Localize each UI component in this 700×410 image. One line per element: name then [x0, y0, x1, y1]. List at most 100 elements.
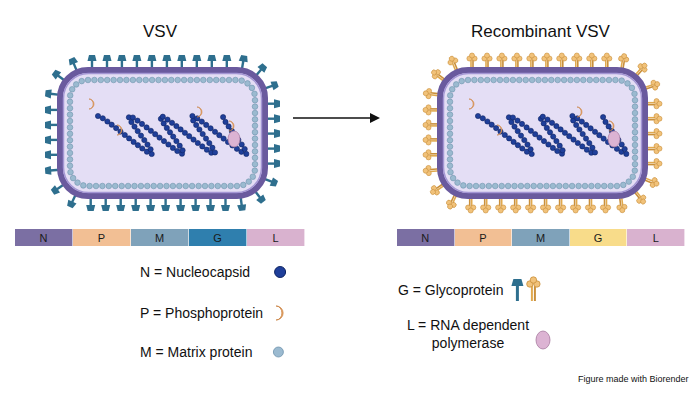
membrane: [60, 70, 265, 196]
matrix-dot: [601, 183, 607, 189]
spike-head: [528, 208, 533, 213]
nucleocapsid-bead: [204, 147, 209, 152]
matrix-dot: [252, 129, 258, 135]
spike-head: [86, 205, 95, 211]
phosphoprotein: [89, 99, 94, 109]
matrix-dot: [492, 183, 498, 189]
matrix-dot: [465, 77, 471, 83]
vsv-spike: [511, 279, 523, 301]
matrix-layer: [67, 77, 258, 189]
polymerase-oval: [536, 331, 550, 349]
matrix-dot: [529, 77, 535, 83]
nucleocapsid-bead: [475, 113, 480, 118]
matrix-dot: [137, 77, 143, 83]
nucleocapsid-bead: [592, 150, 597, 155]
matrix-dot: [480, 183, 486, 189]
matrix-dot: [549, 77, 555, 83]
matrix-dot: [92, 77, 98, 83]
nucleocapsid-bead: [510, 115, 515, 120]
legend-text: G = Glycoprotein: [398, 281, 503, 299]
matrix-dot: [523, 77, 529, 83]
nucleocapsid-bead: [161, 139, 166, 144]
spike-head: [161, 205, 170, 211]
nucleocapsid-bead: [177, 143, 182, 148]
spike-head: [498, 208, 503, 213]
matrix-dot: [510, 77, 516, 83]
matrix-dot: [67, 125, 73, 131]
gene-label: L: [272, 232, 278, 244]
nucleocapsid-bead: [515, 118, 520, 123]
matrix-dot: [447, 150, 453, 156]
nucleocapsid-bead: [541, 139, 546, 144]
matrix-dot: [117, 77, 123, 83]
matrix-dot: [67, 157, 73, 163]
matrix-dot: [574, 77, 580, 83]
spike-head: [67, 57, 78, 66]
spike-head: [589, 53, 594, 58]
nucleocapsid-bead: [244, 151, 249, 156]
polymerase: [608, 131, 620, 147]
nucleocapsid-bead: [555, 148, 560, 153]
nucleocapsid-bead: [149, 151, 154, 156]
matrix-dot: [569, 183, 575, 189]
spike-head: [423, 152, 428, 157]
matrix-dot: [252, 104, 258, 110]
gene-segment: N: [397, 229, 455, 246]
spike-head: [470, 53, 475, 58]
spike-head: [274, 99, 280, 108]
nucleocapsid-bead: [597, 133, 602, 138]
spike-head: [177, 55, 186, 61]
gene-segment: G: [189, 229, 247, 246]
nucleocapsid-bead: [207, 141, 212, 146]
nucleocapsid-bead: [138, 133, 143, 138]
nucleocapsid-bead: [518, 133, 523, 138]
nucleocapsid-bead: [167, 130, 172, 135]
transform-arrow: [293, 117, 378, 119]
gene-segment: N: [15, 229, 73, 246]
nucleocapsid-bead: [544, 125, 549, 130]
matrix-dot: [497, 77, 503, 83]
spike-head: [529, 53, 534, 58]
spike-head: [221, 205, 230, 211]
nucleocapsid-bead: [195, 140, 200, 145]
spike-head: [447, 203, 454, 210]
nucleocapsid-bead: [592, 129, 597, 134]
nucleocapsid-bead: [519, 121, 524, 126]
spike-head: [423, 122, 428, 127]
nucleocapsid-bead: [139, 121, 144, 126]
matrix-dot: [512, 183, 518, 189]
gene-segment: M: [512, 229, 570, 246]
nucleocapsid-bead: [533, 132, 538, 137]
matrix-dot: [484, 77, 490, 83]
spike-stem: [534, 286, 536, 301]
spike-head: [222, 55, 231, 61]
spike-head: [654, 81, 660, 87]
nucleocapsid-bead: [275, 267, 286, 278]
spike-head: [162, 55, 171, 61]
spike-head: [103, 55, 112, 61]
matrix-dot: [252, 117, 258, 123]
nucleocapsid-bead: [140, 146, 145, 151]
nucleocapsid-bead: [221, 115, 226, 120]
matrix-dot: [632, 129, 638, 135]
matrix-dot: [170, 183, 176, 189]
spike-head: [239, 55, 249, 62]
matrix-dot: [87, 183, 93, 189]
matrix-dot: [491, 77, 497, 83]
spike-head: [640, 198, 647, 205]
nucleocapsid-bead: [169, 120, 174, 125]
matrix-dot: [130, 77, 136, 83]
matrix-dot: [202, 183, 208, 189]
matrix-dot: [79, 78, 85, 84]
nucleocapsid-bead: [178, 127, 183, 132]
matrix-dot: [119, 183, 125, 189]
virus-title: VSV: [143, 22, 177, 42]
matrix-dot: [568, 77, 574, 83]
gene-label: G: [213, 232, 222, 244]
spike-head: [604, 53, 609, 58]
matrix-dot: [249, 85, 255, 91]
matrix-dot: [447, 125, 453, 131]
spike-head: [176, 205, 185, 211]
nucleocapsid-bead: [554, 139, 559, 144]
